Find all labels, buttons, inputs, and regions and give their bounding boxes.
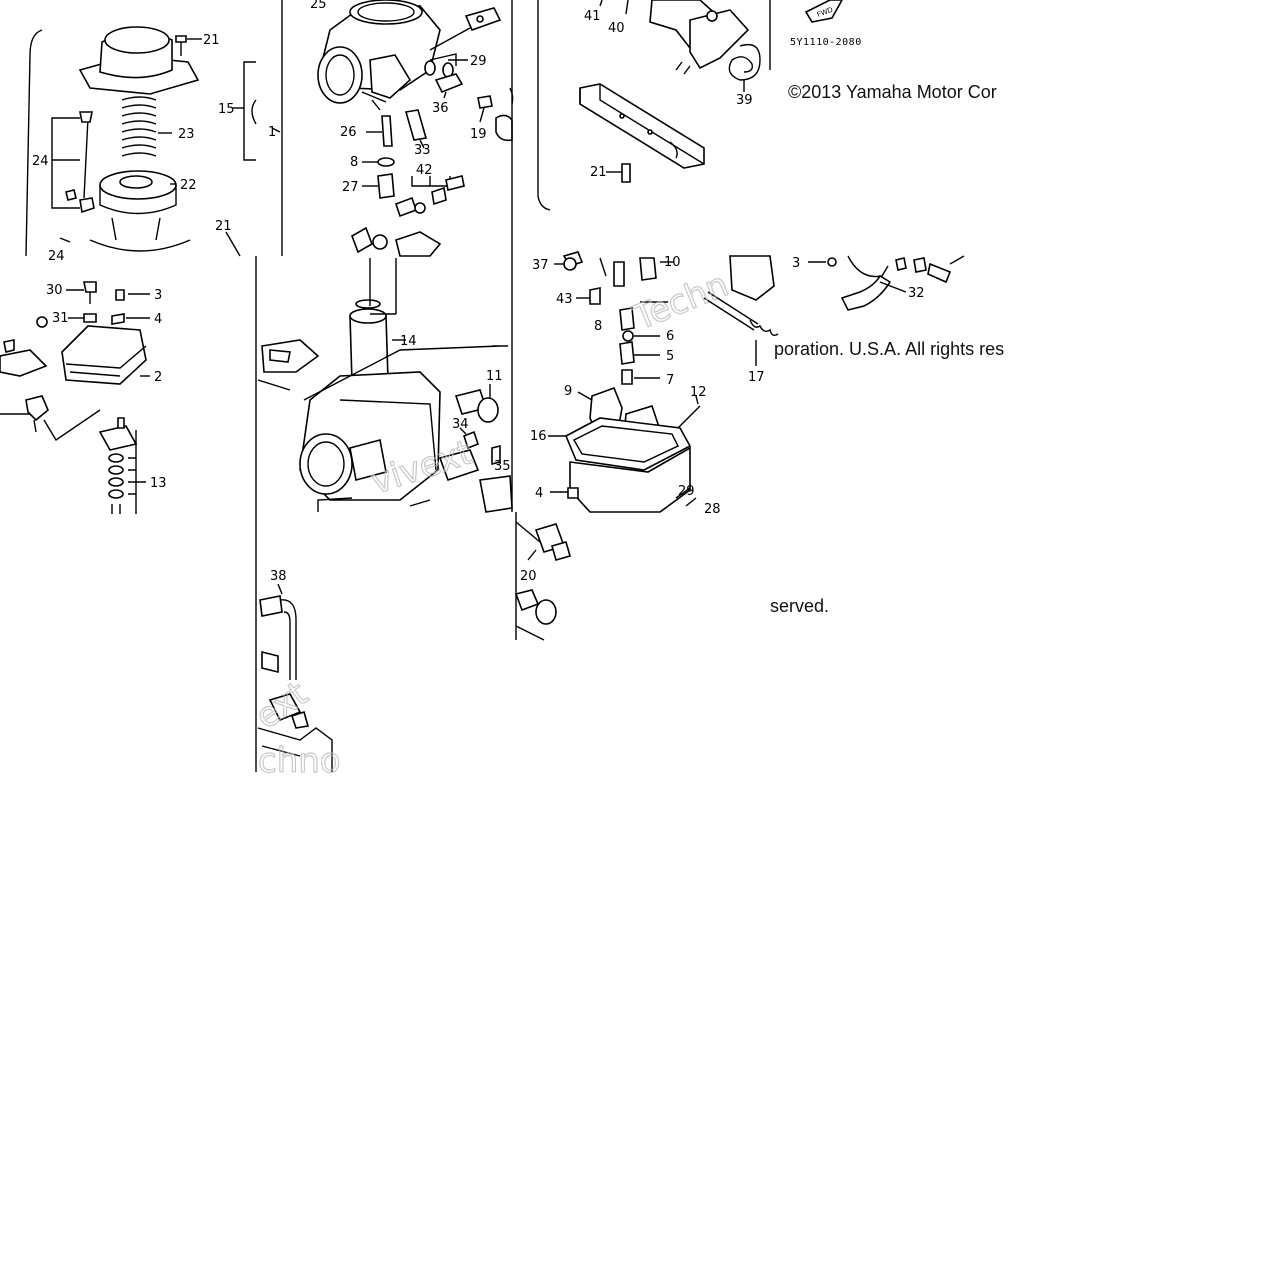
callout-13: 13: [150, 476, 167, 491]
bracket-plate-part: [579, 83, 705, 169]
callout-12: 12: [690, 385, 707, 400]
callout-26: 26: [340, 125, 357, 140]
callout-15: 15: [218, 102, 235, 117]
callout-2: 2: [154, 370, 162, 385]
callout-10: 10: [664, 255, 681, 270]
callout-17: 17: [748, 370, 765, 385]
lever-part: [649, 0, 750, 75]
callout-31: 31: [52, 311, 69, 326]
tile-float-bowl: 37 10 43 8 6 5 7 9 12 16 4 29 28 20: [514, 251, 721, 641]
callout-8b: 8: [594, 319, 602, 334]
callout-41: 41: [584, 9, 601, 24]
carb-body-part: [317, 0, 441, 111]
callout-partial: 24: [48, 249, 65, 264]
tile-diaphragm-assembly: 21 24 23 22 15 1 21 24: [25, 0, 283, 264]
copyright-line-3: served.: [770, 596, 829, 616]
piston-part: [89, 170, 191, 252]
callout-29: 29: [470, 54, 487, 69]
callout-20: 20: [520, 569, 537, 584]
part-code: 5Y1110-2080: [790, 37, 862, 48]
callout-23: 23: [178, 127, 195, 142]
callout-3b: 3: [792, 256, 800, 271]
tile-carb-body-top: 25 29 36 19 26 8 33 27 42: [310, 0, 514, 257]
callout-24: 24: [32, 154, 49, 169]
copyright-line-1: ©2013 Yamaha Motor Cor: [788, 82, 997, 102]
callout-39: 39: [736, 93, 753, 108]
callout-34: 34: [452, 417, 469, 432]
callout-19: 19: [470, 127, 487, 142]
callout-5: 5: [666, 349, 674, 364]
callout-8: 8: [350, 155, 358, 170]
callout-6: 6: [666, 329, 674, 344]
callout-9: 9: [564, 384, 572, 399]
callout-21: 21: [203, 33, 220, 48]
callout-4b: 4: [535, 486, 543, 501]
callout-30: 30: [46, 283, 63, 298]
tile-top-cover: 30 3 31 4 2 13: [0, 256, 257, 514]
tile-throttle-lever: FWD 5Y1110-2080 41 40 39 21: [537, 0, 862, 211]
tile-hoses: 3 32 17: [703, 255, 965, 385]
callout-16: 16: [530, 429, 547, 444]
callout-43: 43: [556, 292, 573, 307]
callout-3: 3: [154, 288, 162, 303]
callout-1: 1: [268, 125, 276, 140]
copyright-line-2: poration. U.S.A. All rights res: [774, 339, 1004, 359]
piston-slide-part: [349, 299, 389, 383]
float-bowl-part: [564, 417, 692, 513]
callout-42: 42: [416, 163, 433, 178]
callout-4: 4: [154, 312, 162, 327]
callout-32: 32: [908, 286, 925, 301]
callout-35: 35: [494, 459, 511, 474]
carb-main-body-part: [299, 371, 441, 501]
callout-11: 11: [486, 369, 503, 384]
spring-part: [121, 96, 157, 157]
watermark-fragment-4: chno: [258, 741, 341, 781]
callout-25: 25: [310, 0, 327, 12]
callout-33: 33: [414, 143, 431, 158]
diaphragm-cover-part: [78, 26, 200, 95]
callout-38: 38: [270, 569, 287, 584]
callout-28: 28: [704, 502, 721, 517]
tile-carb-body-main: 14 11 34 35: [257, 256, 513, 513]
tile-hose-lower: 38: [255, 512, 333, 772]
callout-14: 14: [400, 334, 417, 349]
fwd-arrow-icon: FWD: [804, 0, 843, 23]
callout-21b: 21: [215, 219, 232, 234]
callout-22: 22: [180, 178, 197, 193]
callout-27: 27: [342, 180, 359, 195]
copyright-block: ©2013 Yamaha Motor Cor poration. U.S.A. …: [770, 82, 1004, 616]
callout-36: 36: [432, 101, 449, 116]
callout-29b: 29: [678, 484, 695, 499]
callout-37: 37: [532, 258, 549, 273]
callout-40: 40: [608, 21, 625, 36]
top-cover-part: [61, 325, 147, 385]
watermark: Techn vivext ext chno: [248, 264, 735, 782]
callout-21c: 21: [590, 165, 607, 180]
callout-7: 7: [666, 373, 674, 388]
